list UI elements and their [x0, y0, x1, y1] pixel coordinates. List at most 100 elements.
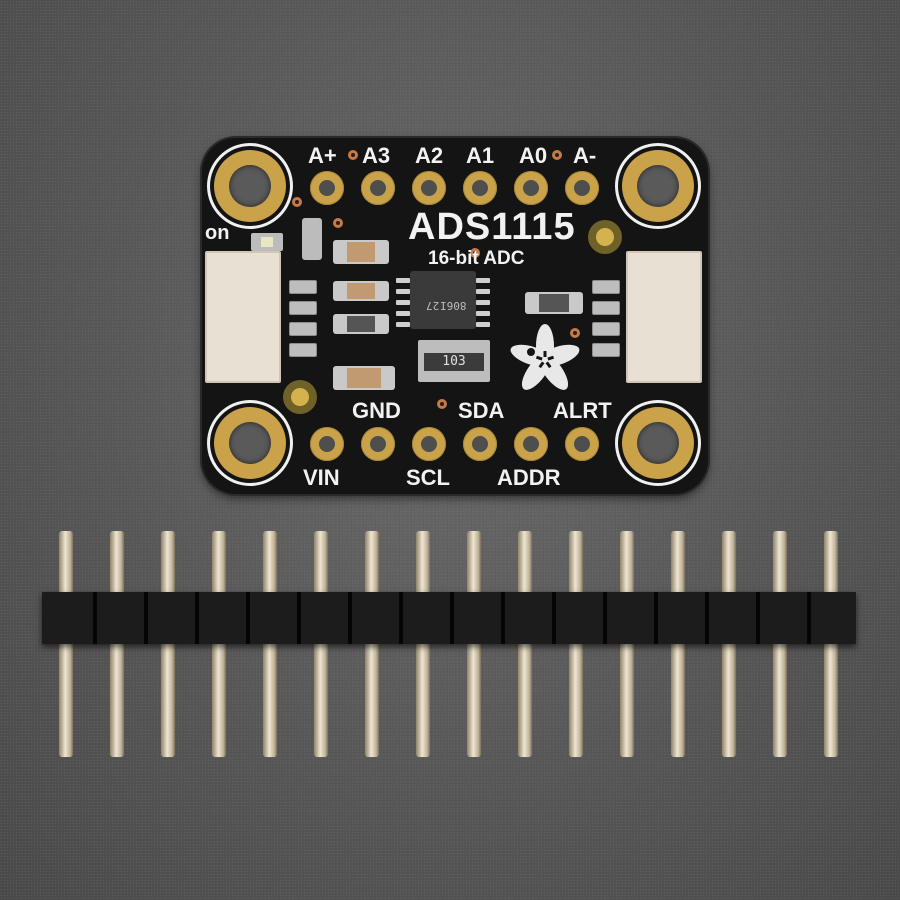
housing-divider — [552, 592, 556, 644]
via — [348, 150, 358, 160]
pin-label-sda: SDA — [458, 398, 505, 423]
pad-a-minus — [565, 171, 599, 205]
housing-divider — [297, 592, 301, 644]
board-subtitle: 16-bit ADC — [428, 248, 525, 269]
pad-alrt — [565, 427, 599, 461]
ic-leg — [476, 311, 490, 316]
via — [292, 197, 302, 207]
board-title: ADS1115 — [408, 206, 576, 248]
housing-divider — [348, 592, 352, 644]
pin-header-housing — [42, 592, 856, 644]
housing-divider — [195, 592, 199, 644]
pin-label-vin: VIN — [303, 465, 340, 490]
via — [470, 248, 480, 258]
housing-divider — [654, 592, 658, 644]
resistor — [525, 292, 583, 314]
capacitor — [333, 366, 395, 390]
header-pin — [620, 531, 634, 757]
pin-label-gnd: GND — [352, 398, 401, 423]
ic-leg — [396, 278, 410, 283]
via — [437, 399, 447, 409]
pad-a3 — [361, 171, 395, 205]
header-pin — [467, 531, 481, 757]
via — [570, 328, 580, 338]
housing-divider — [807, 592, 811, 644]
pad-a0 — [514, 171, 548, 205]
adafruit-flower-icon — [510, 324, 580, 390]
pad-scl — [412, 427, 446, 461]
connector-pin — [592, 322, 620, 336]
header-pin — [161, 531, 175, 757]
mounting-hole-top-left — [214, 150, 286, 222]
ic-leg — [396, 311, 410, 316]
ic-leg — [476, 278, 490, 283]
pin-label-a2: A2 — [415, 143, 444, 168]
mounting-hole-bottom-left — [214, 407, 286, 479]
header-pin — [569, 531, 583, 757]
ic-marking-line1: 27 — [426, 299, 440, 312]
pin-label-a-plus: A+ — [308, 143, 337, 168]
ic-leg — [476, 322, 490, 327]
header-pin — [314, 531, 328, 757]
header-pin — [212, 531, 226, 757]
pad-gnd — [361, 427, 395, 461]
via — [552, 150, 562, 160]
resistor — [302, 218, 322, 260]
connector-pin — [592, 280, 620, 294]
ads1115-chip: 27 806I — [410, 271, 476, 329]
header-pin — [722, 531, 736, 757]
connector-pin — [592, 301, 620, 315]
pin-label-alrt: ALRT — [553, 398, 612, 423]
test-pad-top — [588, 220, 622, 254]
housing-divider — [144, 592, 148, 644]
header-pin — [773, 531, 787, 757]
pad-sda — [463, 427, 497, 461]
stemma-qt-connector-left — [205, 251, 281, 383]
pin-label-scl: SCL — [406, 465, 450, 490]
pad-a1 — [463, 171, 497, 205]
resistor — [333, 314, 389, 334]
header-pin — [110, 531, 124, 757]
ic-leg — [396, 289, 410, 294]
header-pin — [365, 531, 379, 757]
pin-label-a3: A3 — [362, 143, 391, 168]
via — [333, 218, 343, 228]
test-pad-bottom — [283, 380, 317, 414]
capacitor — [333, 240, 389, 264]
pad-a-plus — [310, 171, 344, 205]
pin-label-addr: ADDR — [497, 465, 561, 490]
header-pin — [263, 531, 277, 757]
resistor-network-code: 103 — [424, 353, 484, 371]
connector-pin — [592, 343, 620, 357]
pad-a2 — [412, 171, 446, 205]
housing-divider — [93, 592, 97, 644]
housing-divider — [246, 592, 250, 644]
header-pin — [59, 531, 73, 757]
header-pin — [518, 531, 532, 757]
pad-vin — [310, 427, 344, 461]
capacitor — [333, 281, 389, 301]
stemma-qt-connector-right — [626, 251, 702, 383]
power-led-label: on — [205, 222, 230, 244]
ic-leg — [396, 300, 410, 305]
resistor-network: 103 — [418, 340, 490, 382]
housing-divider — [705, 592, 709, 644]
header-pin — [416, 531, 430, 757]
pin-label-a-minus: A- — [573, 143, 597, 168]
housing-divider — [399, 592, 403, 644]
housing-divider — [501, 592, 505, 644]
housing-divider — [756, 592, 760, 644]
pin-label-a1: A1 — [466, 143, 495, 168]
ic-leg — [476, 300, 490, 305]
ic-marking-line2: 806I — [440, 299, 467, 312]
ic-leg — [396, 322, 410, 327]
pin-label-a0: A0 — [519, 143, 548, 168]
power-led — [251, 233, 283, 251]
connector-pin — [289, 301, 317, 315]
header-pin — [824, 531, 838, 757]
connector-pin — [289, 280, 317, 294]
housing-divider — [450, 592, 454, 644]
ic-leg — [476, 289, 490, 294]
connector-pin — [289, 343, 317, 357]
mounting-hole-top-right — [622, 150, 694, 222]
